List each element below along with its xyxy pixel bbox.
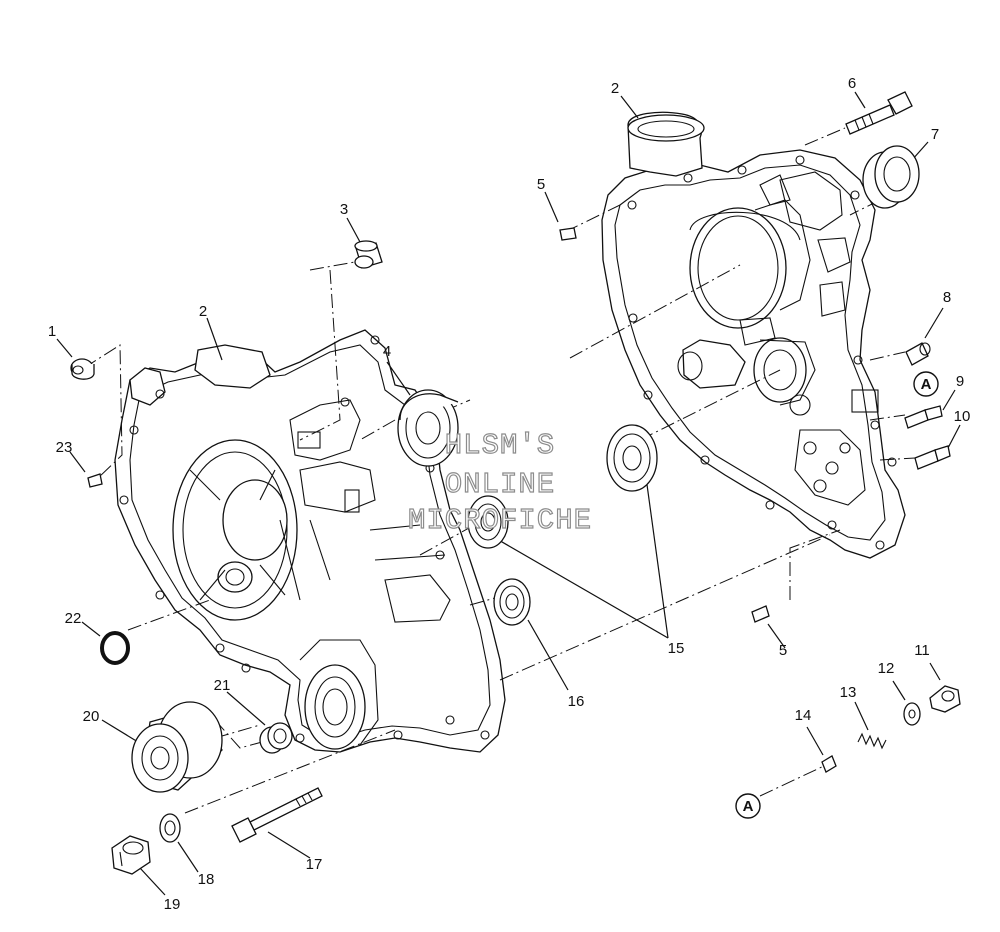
watermark-line-2: ONLINE xyxy=(445,468,555,501)
part-14-valve xyxy=(821,755,837,773)
callout-10: 10 xyxy=(954,408,971,425)
part-9-fitting xyxy=(904,405,943,429)
part-23-dowel xyxy=(87,473,103,488)
callout-15: 15 xyxy=(668,640,685,657)
part-13-spring xyxy=(857,732,887,750)
part-3-bushing xyxy=(354,240,383,269)
callout-16: 16 xyxy=(568,693,585,710)
part-4-bearing xyxy=(397,389,459,467)
part-1-bushing xyxy=(70,358,95,380)
callout-9: 9 xyxy=(956,373,964,390)
callout-22: 22 xyxy=(65,610,82,627)
reference-a-upper-label: A xyxy=(921,376,932,393)
part-15-bearing-left xyxy=(467,495,509,549)
callout-5-upper: 5 xyxy=(537,176,545,193)
callout-13: 13 xyxy=(840,684,857,701)
callout-12: 12 xyxy=(878,660,895,677)
callout-18: 18 xyxy=(198,871,215,888)
callout-6: 6 xyxy=(848,75,856,92)
part-17-long-bolt xyxy=(231,787,323,843)
callout-17: 17 xyxy=(306,856,323,873)
part-16-bearing xyxy=(493,578,531,626)
part-6-bolt xyxy=(845,91,913,135)
leader-lines xyxy=(56,91,961,896)
callout-numbers: 1 2 2 3 4 5 5 6 7 8 9 10 11 12 13 14 15 … xyxy=(48,75,971,913)
part-11-plug xyxy=(929,685,961,713)
reference-a-lower-label: A xyxy=(743,798,754,815)
callout-1: 1 xyxy=(48,323,56,340)
callout-3: 3 xyxy=(340,201,348,218)
callout-7: 7 xyxy=(931,126,939,143)
callout-2-right: 2 xyxy=(611,80,619,97)
watermark-line-1: HLSM'S xyxy=(445,429,555,462)
callout-20: 20 xyxy=(83,708,100,725)
part-20-cup xyxy=(131,701,223,793)
part-10-fitting xyxy=(914,445,951,470)
callout-2-left: 2 xyxy=(199,303,207,320)
part-12-washer xyxy=(903,702,921,726)
loose-parts xyxy=(70,91,961,875)
right-crankcase-half xyxy=(601,111,906,559)
part-18-washer xyxy=(159,813,181,843)
callout-5-lower: 5 xyxy=(779,642,787,659)
part-22-o-ring xyxy=(100,631,130,665)
part-5-dowel-upper xyxy=(559,227,577,241)
part-5-dowel-lower xyxy=(751,605,770,623)
callout-14: 14 xyxy=(795,707,812,724)
reference-mark-a-upper: A xyxy=(913,371,939,397)
left-crankcase-half xyxy=(114,329,506,753)
part-15-bearing-right xyxy=(606,424,658,492)
part-21-seal xyxy=(259,722,293,754)
part-8-pin xyxy=(905,342,931,366)
callout-23: 23 xyxy=(56,439,73,456)
reference-mark-a-lower: A xyxy=(735,793,761,819)
watermark: HLSM'S ONLINE MICROFICHE xyxy=(407,428,592,537)
callout-11: 11 xyxy=(914,642,930,659)
callout-8: 8 xyxy=(943,289,951,306)
part-7-seal xyxy=(862,145,920,209)
part-19-drain-plug xyxy=(111,835,151,875)
callout-4: 4 xyxy=(383,343,391,360)
callout-19: 19 xyxy=(164,896,181,913)
watermark-line-3: MICROFICHE xyxy=(408,504,592,537)
callout-21: 21 xyxy=(214,677,231,694)
